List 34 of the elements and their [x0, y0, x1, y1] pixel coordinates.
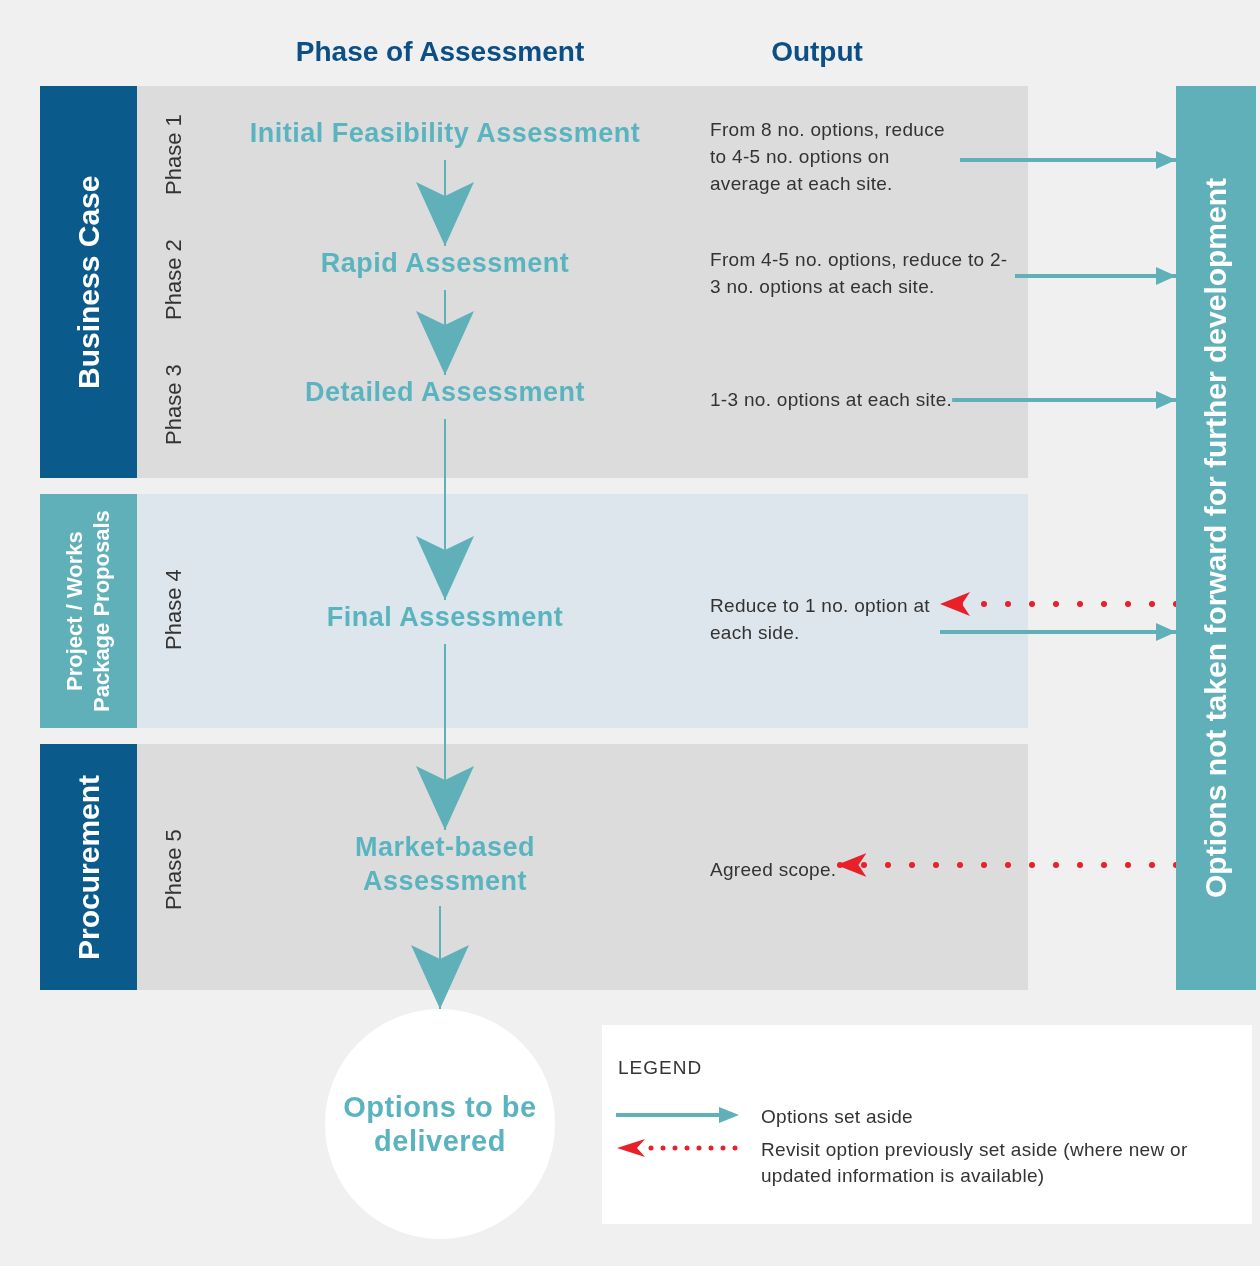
output-text: 1-3 no. options at each site.: [710, 386, 953, 413]
arrow: [1015, 267, 1176, 285]
phase-label: Phase 4: [160, 568, 187, 653]
stage-band: Procurement: [40, 744, 137, 990]
chevron-arrow: [416, 418, 474, 601]
chevron-arrow: [416, 159, 474, 247]
phase-label: Phase 1: [160, 113, 187, 198]
stage-band: Business Case: [40, 86, 137, 478]
assessment-title: Initial Feasibility Assessment: [190, 116, 700, 160]
legend-title: LEGEND: [618, 1057, 704, 1080]
phase-label: Phase 5: [160, 828, 187, 913]
stage-band: Project / Works Package Proposals: [40, 494, 137, 728]
column-heading: Output: [770, 36, 864, 69]
phase-label: Phase 3: [160, 363, 187, 448]
output-text: From 8 no. options, reduce to 4-5 no. options on average at each site.: [710, 116, 960, 197]
assessment-title: Market-based Assessment: [300, 830, 590, 906]
chevron-arrow: [416, 643, 474, 831]
output-text: Reduce to 1 no. option at each side.: [710, 592, 940, 646]
chevron-arrow: [411, 905, 469, 1010]
arrow: [952, 391, 1176, 409]
assessment-title: Final Assessment: [190, 600, 700, 644]
assessment-title: Rapid Assessment: [190, 246, 700, 290]
stage-band: Options not taken forward for further development: [1176, 86, 1256, 990]
legend-text: Options set aside: [761, 1105, 914, 1129]
output-text: Agreed scope.: [710, 856, 837, 883]
arrow: [960, 151, 1176, 169]
assessment-title: Detailed Assessment: [190, 375, 700, 419]
legend-text: Revisit option previously set aside (where new or updated information is available): [761, 1138, 1189, 1188]
column-heading: Phase of Assessment: [294, 36, 586, 69]
phase-label: Phase 2: [160, 238, 187, 323]
arrow: [940, 623, 1176, 641]
result-circle: Options to be delivered: [325, 1009, 555, 1239]
output-text: From 4-5 no. options, reduce to 2-3 no. options at each site.: [710, 246, 1015, 300]
chevron-arrow: [416, 289, 474, 376]
